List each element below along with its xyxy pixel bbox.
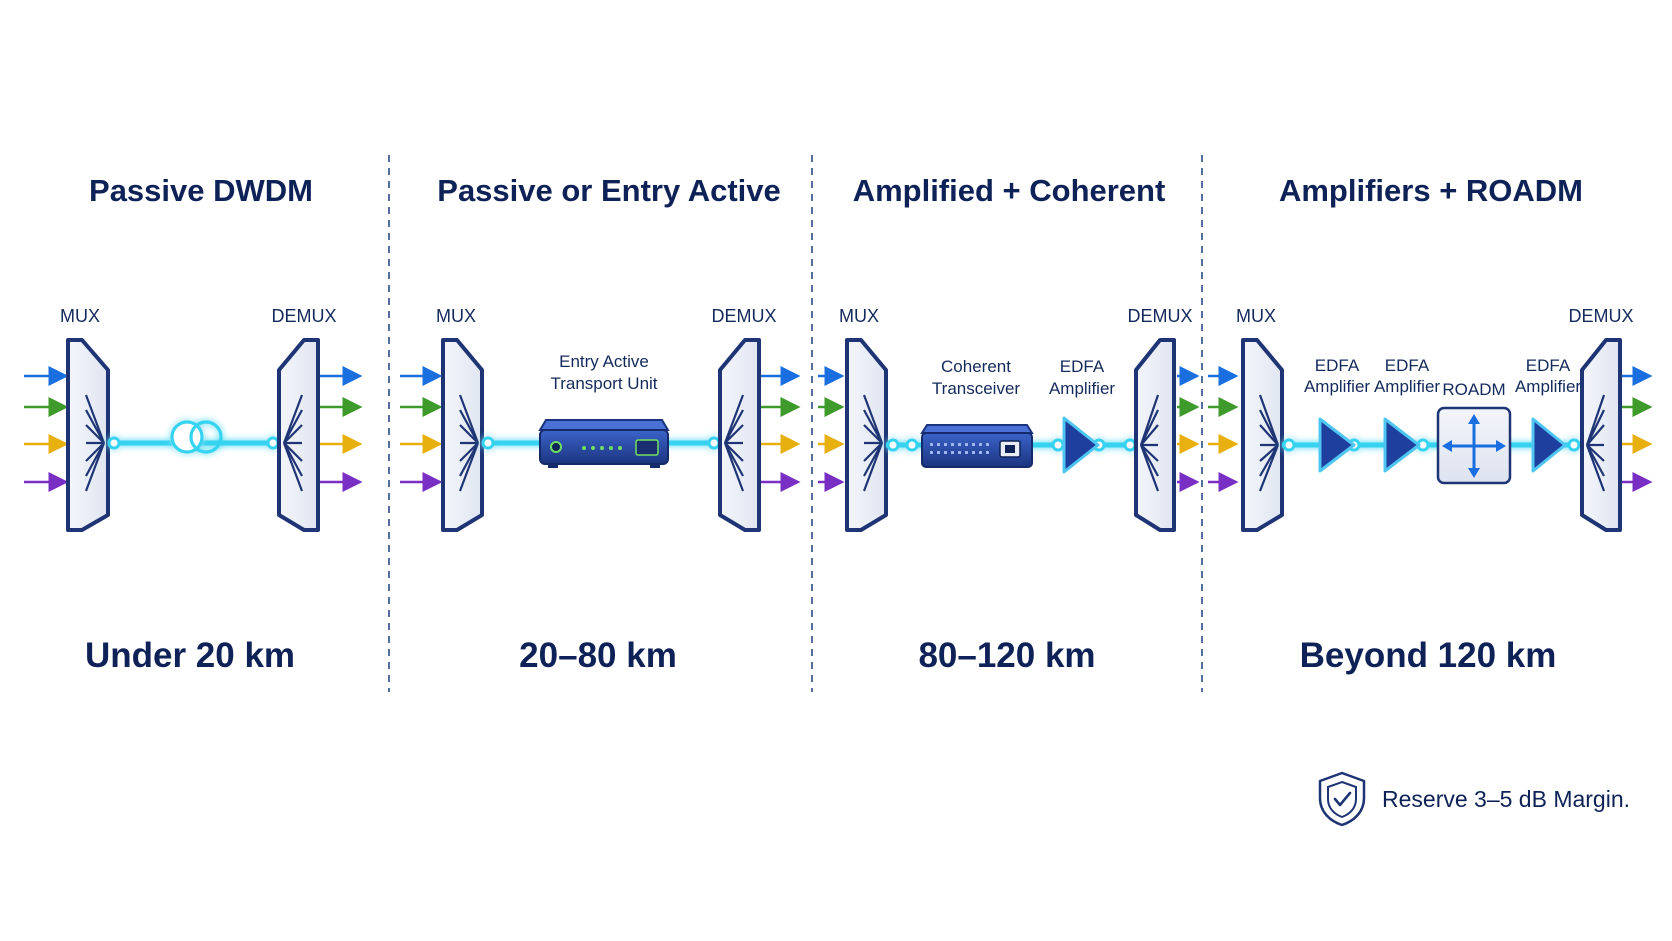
panel-4-edfa-2-label-line1: EDFA (1385, 356, 1430, 375)
panel-3-mux-label: MUX (839, 306, 879, 326)
panel-3-range: 80–120 km (918, 636, 1095, 675)
panel-4-range: Beyond 120 km (1300, 636, 1557, 675)
panel-3-demux-label: DEMUX (1127, 306, 1192, 326)
roadm-icon (1436, 406, 1512, 485)
panel-3-edfa-amplifier-icon (1062, 416, 1100, 474)
panel-1-range: Under 20 km (85, 636, 295, 675)
panel-1-mux (66, 338, 110, 532)
panel-4-demux (1580, 338, 1622, 532)
panel-4-output-channels (1622, 366, 1653, 492)
panel-2-range: 20–80 km (519, 636, 677, 675)
panel-2-output-channels (761, 366, 801, 492)
shield-check-icon (1318, 771, 1366, 827)
panel-2-title: Passive or Entry Active (437, 173, 780, 208)
panel-4-edfa-3-label-line2: Amplifier (1515, 377, 1581, 396)
panel-2-mux (441, 338, 484, 532)
panel-3-input-channels (818, 366, 845, 492)
panel-4-edfa-1-label-line2: Amplifier (1304, 377, 1370, 396)
entry-active-label-line1: Entry Active (559, 352, 649, 371)
panel-3-output-channels (1177, 366, 1200, 492)
panel-3-edfa-label-line1: EDFA (1060, 357, 1105, 376)
panel-4-edfa-amplifier-3-icon (1531, 417, 1567, 473)
coherent-transceiver-icon (920, 424, 1034, 468)
panel-3-edfa-label-line2: Amplifier (1049, 379, 1115, 398)
panel-4-edfa-amplifier-1-icon (1318, 417, 1356, 473)
panel-3-demux (1134, 338, 1176, 532)
panel-4-mux (1241, 338, 1284, 532)
panel-1-demux (277, 338, 320, 532)
panel-3-title: Amplified + Coherent (853, 173, 1166, 208)
panel-1-output-channels (320, 366, 363, 492)
panel-2-input-channels (400, 366, 443, 492)
margin-note-text: Reserve 3–5 dB Margin. (1382, 785, 1631, 812)
panel-4-edfa-1-label-line1: EDFA (1315, 356, 1360, 375)
margin-note: Reserve 3–5 dB Margin. (1316, 770, 1630, 828)
panel-2-demux (718, 338, 761, 532)
panel-3-mux (845, 338, 888, 532)
panel-4-input-channels (1208, 366, 1239, 492)
panel-4-demux-label: DEMUX (1568, 306, 1633, 326)
coherent-transceiver-label-line1: Coherent (941, 357, 1011, 376)
coherent-transceiver-label-line2: Transceiver (932, 379, 1021, 398)
panel-1-demux-label: DEMUX (271, 306, 336, 326)
roadm-label: ROADM (1442, 380, 1505, 399)
entry-active-transport-unit-icon (538, 419, 670, 468)
panel-4-edfa-2-label-line2: Amplifier (1374, 377, 1440, 396)
panel-1-mux-label: MUX (60, 306, 100, 326)
panel-4-title: Amplifiers + ROADM (1279, 173, 1583, 208)
panel-2-mux-label: MUX (436, 306, 476, 326)
panel-1-title: Passive DWDM (89, 173, 313, 208)
panel-4-edfa-amplifier-2-icon (1383, 417, 1421, 473)
panel-1-input-channels (24, 366, 69, 492)
panel-4-mux-label: MUX (1236, 306, 1276, 326)
entry-active-label-line2: Transport Unit (550, 374, 657, 393)
fiber-spool-icon (170, 420, 223, 454)
panel-2-demux-label: DEMUX (711, 306, 776, 326)
panel-4-edfa-3-label-line1: EDFA (1526, 356, 1571, 375)
